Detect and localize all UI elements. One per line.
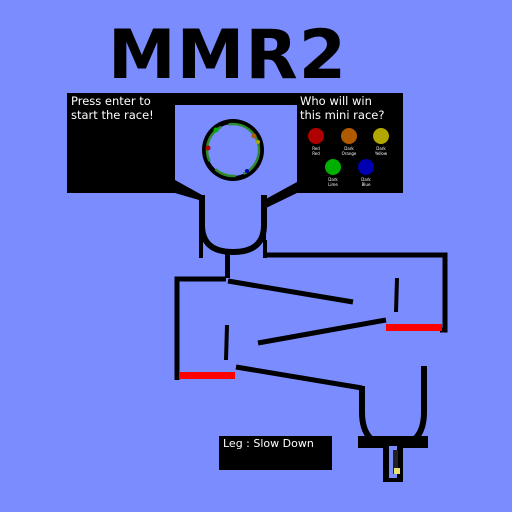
ramp-1 <box>227 278 354 305</box>
racer-label-red-name: Red <box>312 146 320 151</box>
racer-label-yellow-name: Dark <box>376 146 386 151</box>
intro-line-1: Press enter to <box>71 94 151 108</box>
leg-status-text: Leg : Slow Down <box>223 437 314 450</box>
racer-ball-orange[interactable] <box>341 128 357 144</box>
funnel-chute-right <box>263 240 267 258</box>
racer-label-red: Red Red <box>296 146 336 156</box>
finish-marble-yellow <box>394 468 400 474</box>
wheel-frame <box>175 93 297 105</box>
boost-bar-right <box>386 324 442 331</box>
start-wheel[interactable] <box>202 119 264 181</box>
track-left-wall <box>174 276 226 380</box>
wheel-marble-blue <box>245 169 249 173</box>
leg-panel <box>219 436 332 470</box>
funnel-chute-left <box>199 240 203 258</box>
racer-ball-blue[interactable] <box>358 159 374 175</box>
left-info-panel <box>67 93 202 258</box>
question-line-1: Who will win <box>300 94 372 108</box>
boost-bar-left <box>179 372 235 379</box>
ramp-3 <box>235 364 363 391</box>
racer-label-lime-name: Dark <box>328 177 338 182</box>
racer-label-lime: Dark Lime <box>313 177 353 187</box>
racer-label-blue-name: Dark <box>361 177 371 182</box>
wheel-marble-red <box>205 145 211 151</box>
ramp-2 <box>257 317 387 346</box>
wheel-marble-lime <box>213 127 219 133</box>
racer-label-red-sub: Red <box>312 151 320 156</box>
ramp-divider-1 <box>394 277 399 313</box>
racer-label-yellow: Dark Yellow <box>361 146 401 156</box>
racer-ball-red[interactable] <box>308 128 324 144</box>
racer-ball-yellow[interactable] <box>373 128 389 144</box>
game-title: MMR2 <box>108 16 348 95</box>
bottom-funnel-base <box>358 436 428 448</box>
racer-label-lime-sub: Lime <box>328 182 338 187</box>
funnel-neck <box>225 252 230 278</box>
racer-ball-lime[interactable] <box>325 159 341 175</box>
racer-label-orange-sub: Orange <box>341 151 357 156</box>
intro-line-2: start the race! <box>71 108 154 122</box>
bottom-funnel <box>359 366 427 450</box>
top-funnel-bowl <box>199 195 267 256</box>
right-info-panel <box>264 93 403 258</box>
wheel-marble-orange <box>251 133 257 139</box>
racer-label-yellow-sub: Yellow <box>374 151 388 156</box>
finish-marble-stack <box>393 450 398 474</box>
wheel-marble-yellow <box>256 140 260 144</box>
racer-label-orange: Dark Orange <box>329 146 369 156</box>
racer-label-blue-sub: Blue <box>361 182 371 187</box>
track-top-wall <box>266 252 448 333</box>
racer-label-orange-name: Dark <box>344 146 354 151</box>
ramp-divider-2 <box>224 324 229 361</box>
question-line-2: this mini race? <box>300 108 385 122</box>
racer-label-blue: Dark Blue <box>346 177 386 187</box>
